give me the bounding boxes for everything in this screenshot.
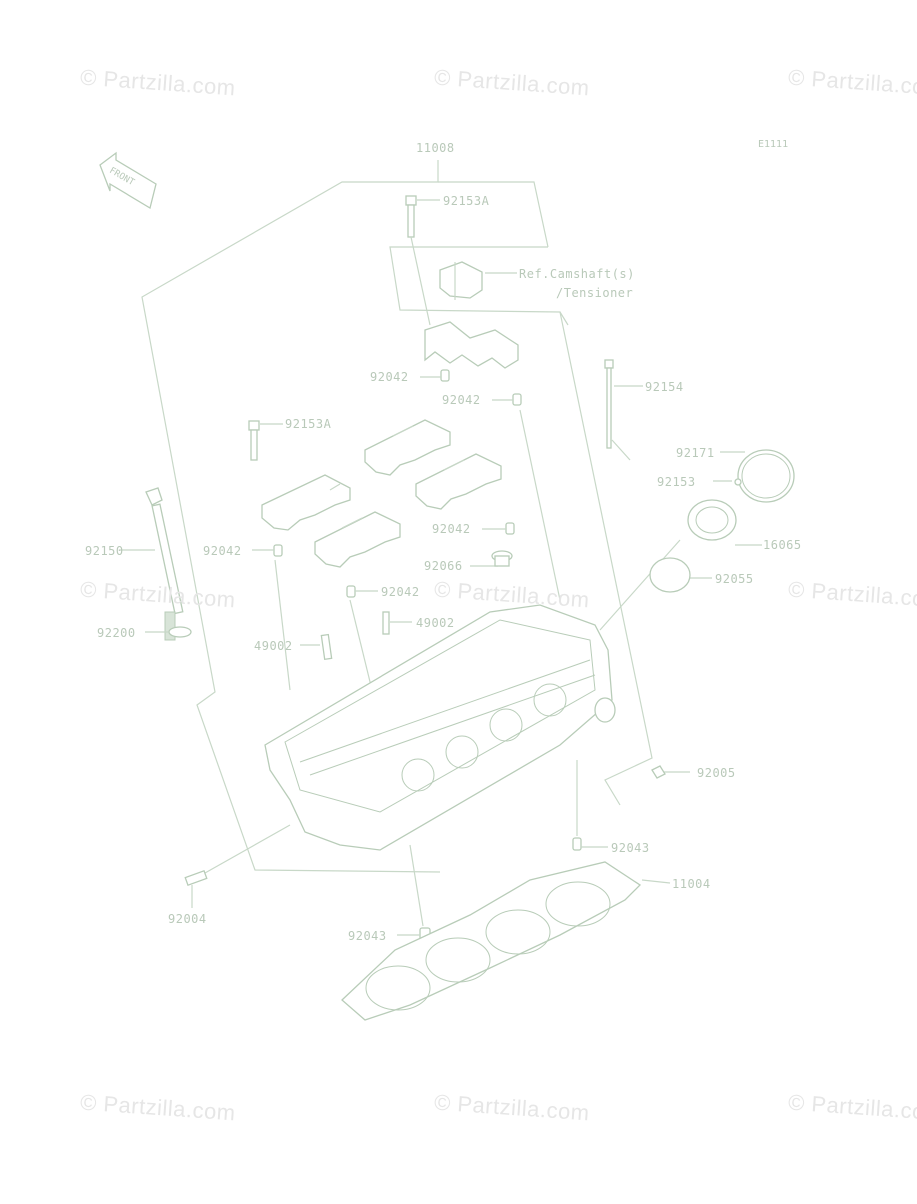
camshaft-caps [261, 419, 502, 568]
part-label-92042[interactable]: 92042 [370, 370, 409, 384]
part-label-92042[interactable]: 92042 [381, 585, 420, 599]
washer-92200 [145, 626, 192, 638]
part-label-92055[interactable]: 92055 [715, 572, 754, 586]
assembly-bracket [141, 160, 653, 873]
bolt-92153A-mid [248, 420, 283, 461]
bolt-92150 [120, 487, 184, 641]
stud-49002 [300, 611, 412, 661]
intake-joint-16065 [649, 449, 795, 593]
leader-lines [204, 409, 762, 927]
ref-camshaft-label[interactable]: Ref.Camshaft(s) [519, 267, 635, 281]
part-label-49002[interactable]: 49002 [254, 639, 293, 653]
clip-92005 [651, 765, 666, 779]
part-label-16065[interactable]: 16065 [763, 538, 802, 552]
cylinder-head [264, 604, 616, 851]
part-label-92005[interactable]: 92005 [697, 766, 736, 780]
front-arrow-icon [99, 151, 157, 210]
part-label-92004[interactable]: 92004 [168, 912, 207, 926]
bolt-92153A-top [405, 195, 440, 326]
part-label-92153A[interactable]: 92153A [285, 417, 332, 431]
diagram-code: E1111 [758, 139, 789, 150]
camshaft-holder-top [424, 261, 519, 369]
part-label-92042[interactable]: 92042 [203, 544, 242, 558]
part-label-92042[interactable]: 92042 [432, 522, 471, 536]
part-label-92153A[interactable]: 92153A [443, 194, 490, 208]
part-label-11004[interactable]: 11004 [672, 877, 711, 891]
part-label-49002[interactable]: 49002 [416, 616, 455, 630]
part-label-92154[interactable]: 92154 [645, 380, 684, 394]
bolt-92154 [604, 359, 643, 461]
head-gasket-11004 [341, 861, 642, 1021]
plug-92066 [491, 550, 513, 567]
part-label-92150[interactable]: 92150 [85, 544, 124, 558]
part-label-92042[interactable]: 92042 [442, 393, 481, 407]
part-label-92066[interactable]: 92066 [424, 559, 463, 573]
part-label-92153[interactable]: 92153 [657, 475, 696, 489]
part-label-92043[interactable]: 92043 [611, 841, 650, 855]
part-label-11008[interactable]: 11008 [416, 141, 455, 155]
part-label-92200[interactable]: 92200 [97, 626, 136, 640]
ref-tensioner-label[interactable]: /Tensioner [556, 286, 634, 300]
stud-92004 [184, 869, 208, 908]
part-label-92043[interactable]: 92043 [348, 929, 387, 943]
part-label-92171[interactable]: 92171 [676, 446, 715, 460]
